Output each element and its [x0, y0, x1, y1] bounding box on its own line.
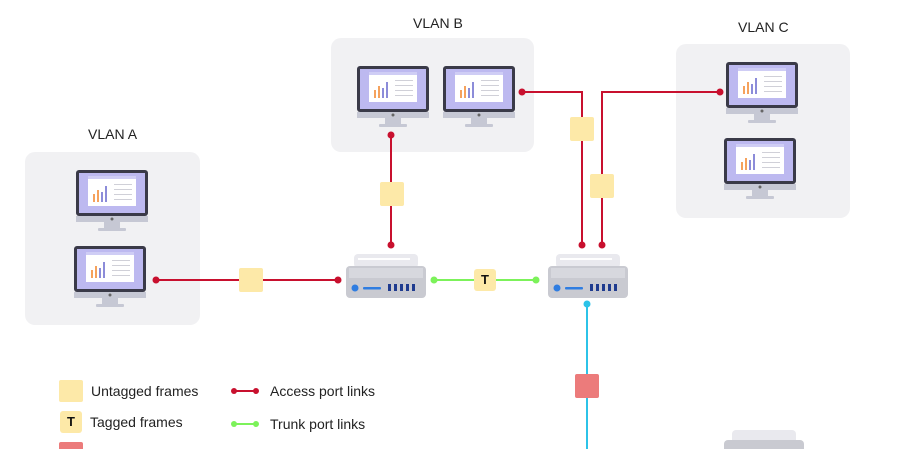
- untagged-frame: [380, 182, 404, 206]
- computer-icon: [726, 62, 798, 123]
- switch-icon: [548, 254, 628, 298]
- legend-untagged-label: Untagged frames: [91, 383, 199, 399]
- computer-icon: [443, 66, 515, 127]
- untagged-frame: [239, 268, 263, 292]
- legend-tagged-label: Tagged frames: [90, 414, 183, 430]
- computer-icon: [724, 138, 796, 199]
- computer-icon: [357, 66, 429, 127]
- link-vlan-c-to-switch2: [601, 91, 720, 245]
- legend-trunk-label: Trunk port links: [270, 416, 366, 432]
- tagged-frame: T: [474, 269, 496, 291]
- access-link-endpoints: [152, 88, 724, 284]
- switch-icon: [724, 430, 804, 449]
- legend-access-label: Access port links: [270, 383, 376, 399]
- legend-tagged-swatch: T: [60, 411, 82, 433]
- legend-red-swatch: [59, 442, 83, 449]
- red-frame: [575, 374, 599, 398]
- computer-icon: [74, 246, 146, 307]
- switch-icon: [346, 254, 426, 298]
- vlan-a-label: VLAN A: [88, 126, 138, 142]
- computer-icon: [76, 170, 148, 231]
- vlan-b-label: VLAN B: [413, 15, 463, 31]
- untagged-frame: [590, 174, 614, 198]
- access-links: [156, 91, 720, 281]
- link-vlan-b-to-switch2: [522, 91, 583, 245]
- legend-untagged-swatch: [59, 380, 83, 402]
- untagged-frame: [570, 117, 594, 141]
- vlan-c-label: VLAN C: [738, 19, 789, 35]
